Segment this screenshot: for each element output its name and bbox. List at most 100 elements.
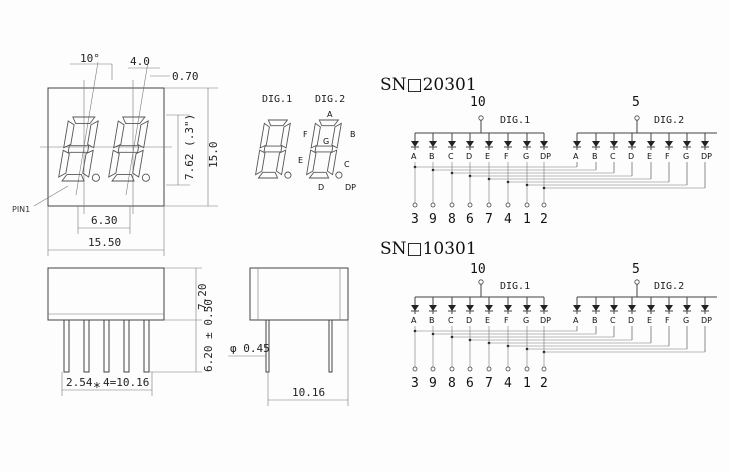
schematic-2-dig2-diode-B [592, 305, 600, 311]
schematic-1-pin-number: 1 [523, 212, 531, 227]
schematic-2-dig2-diode-A [573, 305, 581, 311]
schematic-2-dig2-diode-D [628, 305, 636, 311]
schematic-2-dig2-label: DIG.2 [654, 281, 684, 292]
schematic-1-pin-number: 4 [504, 212, 512, 227]
segview-digit-1-seg-d [257, 171, 279, 179]
overall-height-dim: 15.0 [207, 142, 220, 169]
schematic-2-dig1-label: DIG.1 [500, 281, 530, 292]
segview-digit-1-seg-c [275, 149, 287, 176]
front-view: 10° 4.0 0.70 7.62 (.3") 15.0 PIN1 6.30 1… [12, 52, 220, 256]
schematic-1-dig1-label-A: A [411, 152, 417, 161]
schematic-1-dig2-label-G: G [683, 152, 689, 161]
schematic-2-pin-number: 1 [523, 376, 531, 391]
schematic-2-terminal-3 [412, 366, 418, 372]
front-digit-2-seg-dp [141, 173, 150, 182]
schematic-1-common-pin-2-terminal [634, 115, 640, 121]
schematic-1-dig2-diode-E [647, 141, 655, 147]
schematic-2-pin-number: 7 [485, 376, 493, 391]
schematic-2-dig1-diode-C [448, 305, 456, 311]
schematic-1-dig1-label-D: D [466, 152, 472, 161]
end-width-dim: 10.16 [292, 386, 325, 399]
multiply-symbol: * [93, 381, 101, 396]
schematic-1-pin-number: 7 [485, 212, 493, 227]
schematic-2-model: SN□10301 [380, 239, 477, 259]
schematic-1-dig2-label-E: E [647, 152, 652, 161]
front-digit-2-seg-g [117, 145, 140, 153]
seg-letter-a: A [327, 110, 333, 119]
schematic-1-common-pin-5: 5 [632, 95, 640, 110]
segview-digit-1-seg-b [280, 122, 291, 149]
segview-dig1-label: DIG.1 [262, 94, 292, 105]
schematic-2-dig1-label-G: G [523, 316, 529, 325]
schematic-1-terminal-9 [430, 202, 436, 208]
front-digit-1-seg-d [61, 173, 85, 182]
schematic-2-terminal-7 [486, 366, 492, 372]
schematic-1-pin-number: 9 [429, 212, 437, 227]
schematic-2-pin-number: 9 [429, 376, 437, 391]
schematic-1-terminal-1 [524, 202, 530, 208]
digit-pitch-dim: 4.0 [130, 55, 150, 68]
schematic-1-terminal-7 [486, 202, 492, 208]
schematic-1-dig1-diode-C [448, 141, 456, 147]
schematic-2-dig2-label-D: D [628, 316, 634, 325]
pin-length-dim: 6.20 ± 0.50 [202, 299, 215, 372]
end-body-outline [249, 267, 349, 321]
front-digit-2-seg-b [137, 120, 149, 149]
schematic-2-dig1-diode-G [523, 305, 531, 311]
segview-digit-2-seg-dp [335, 171, 343, 179]
schematic-2-terminal-9 [430, 366, 436, 372]
schematic-1-dig2-diode-D [628, 141, 636, 147]
schematic-2-pin-number: 8 [448, 376, 456, 391]
schematic-1-dig2-diode-C [610, 141, 618, 147]
schematic-2-dig1-label-E: E [485, 316, 490, 325]
schematic-1-dig2-diode-B [592, 141, 600, 147]
front-digit-2-seg-d [111, 173, 135, 182]
schematic-2-dig1-diode-D [466, 305, 474, 311]
angle-dim: 10° [80, 52, 100, 65]
schematic-1-dig1-label-B: B [429, 152, 435, 161]
schematic-2-dig1-label-DP: DP [540, 316, 551, 325]
front-digit-2 [108, 116, 150, 182]
front-digit-2-seg-e [108, 149, 120, 178]
schematic-1-dig2-diode-G [683, 141, 691, 147]
schematic-1-dig1-label-C: C [448, 152, 454, 161]
schematic-2-dig1-diode-A [411, 305, 419, 311]
side-pin-2 [83, 319, 90, 373]
schematic-2-terminal-2 [541, 366, 547, 372]
schematic-1-dig2-diode-DP [701, 141, 709, 147]
end-view: φ 0.45 10.16 [228, 267, 349, 406]
segview-digit-2-seg-e [306, 149, 317, 176]
schematic-1-common-pin-10: 10 [470, 95, 486, 110]
segview-dig2-label: DIG.2 [315, 94, 345, 105]
segment-view-digits [255, 119, 343, 179]
schematic-1-common-pin-1-terminal [478, 115, 484, 121]
front-digit-1-seg-a [72, 116, 96, 125]
schematic-1-dig1-label-G: G [523, 152, 529, 161]
slant-line-2 [125, 61, 149, 196]
schematic-1-pin-number: 2 [540, 212, 548, 227]
schematic-1-dig2-label-A: A [573, 152, 579, 161]
schematic-1-pin-number: 3 [411, 212, 419, 227]
seg-letter-e: E [298, 156, 303, 165]
schematic-1-model: SN□20301 [380, 75, 477, 95]
front-digit-1-seg-f [63, 120, 75, 149]
schematic-1-dig1-label-F: F [504, 152, 509, 161]
schematic-1-dig1-diode-DP [540, 141, 548, 147]
seg-letter-dp: DP [345, 183, 356, 192]
schematic-1-terminal-8 [449, 202, 455, 208]
schematic-2-dig1-diode-E [485, 305, 493, 311]
end-pin-left [265, 319, 270, 373]
slant-line-1 [75, 61, 99, 196]
pin-diameter-dim: φ 0.45 [230, 342, 270, 355]
schematic-1-pin-number: 6 [466, 212, 474, 227]
schematic-2-pin-number: 2 [540, 376, 548, 391]
schematic-2-terminal-1 [524, 366, 530, 372]
schematic-2-common-pin-10: 10 [470, 262, 486, 277]
schematic-1-dig1-diode-A [411, 141, 419, 147]
schematic-2-dig2-diode-C [610, 305, 618, 311]
schematic-2-dig2-label-E: E [647, 316, 652, 325]
schematic-1-dig1-diode-D [466, 141, 474, 147]
